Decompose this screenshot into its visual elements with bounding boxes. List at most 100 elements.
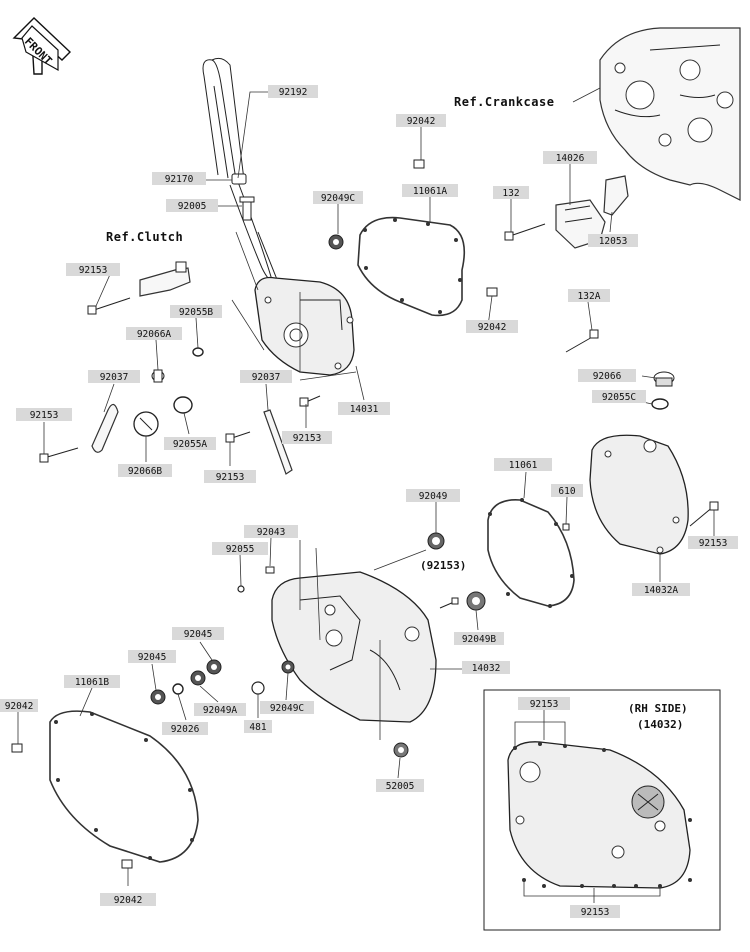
part-label-92153-paren: (92153) <box>420 559 466 572</box>
part-label-92055b: 92055B <box>170 305 222 318</box>
rh-side-inset <box>483 689 721 931</box>
bolt-92153-lower-mid <box>225 431 251 443</box>
part-number: 92153 <box>216 472 245 483</box>
part-number: 92049B <box>462 634 497 645</box>
part-label-92043: 92043 <box>244 525 298 538</box>
part-label-92170: 92170 <box>152 172 206 185</box>
part-number: 92192 <box>279 87 308 98</box>
ring-92026 <box>172 683 184 695</box>
seal-92045-upper <box>206 659 222 675</box>
part-number: 14026 <box>556 153 585 164</box>
gasket-11061 <box>487 498 575 608</box>
guide-12053 <box>603 175 629 216</box>
part-label-11061b: 11061B <box>64 675 120 688</box>
part-label-132a: 132A <box>568 289 610 302</box>
part-label-92153-rh-top: 92153 <box>518 697 570 710</box>
part-number: 14031 <box>350 404 379 415</box>
part-number: 92055 <box>226 544 255 555</box>
part-number: 610 <box>558 486 575 497</box>
clutch-bracket <box>139 261 191 297</box>
part-label-14032: 14032 <box>462 661 510 674</box>
leader-lines <box>17 87 715 903</box>
part-number: 14032 <box>472 663 501 674</box>
part-number: 92049 <box>419 491 448 502</box>
part-label-92153-right: 92153 <box>688 536 738 549</box>
bolt-92153-left-upper <box>87 297 131 315</box>
crankcase-cover-14032 <box>271 571 437 723</box>
part-number: 12053 <box>599 236 628 247</box>
part-label-92153-left-lower: 92153 <box>16 408 72 421</box>
part-label-92042-mid: 92042 <box>466 320 518 333</box>
part-label-132: 132 <box>493 186 529 199</box>
part-label-610: 610 <box>551 484 583 497</box>
part-label-92049a: 92049A <box>194 703 246 716</box>
part-number: 92037 <box>100 372 129 383</box>
part-number: 92005 <box>178 201 207 212</box>
part-label-92153-left-upper: 92153 <box>66 263 120 276</box>
part-number: 92066A <box>137 329 172 340</box>
lever-92037-left <box>91 403 119 453</box>
oil-seal-92049c-top <box>328 234 344 250</box>
dowel-pin-92042-mid <box>486 287 498 297</box>
gasket-11061a <box>357 216 466 317</box>
part-label-92045-lower: 92045 <box>128 650 176 663</box>
part-label-14026: 14026 <box>543 151 597 164</box>
part-number: 92066 <box>593 371 622 382</box>
part-label-11061a: 11061A <box>402 184 458 197</box>
part-number: 14032A <box>644 585 679 596</box>
part-label-92049b: 92049B <box>454 632 504 645</box>
part-number: 132A <box>578 291 601 302</box>
lever-92037-mid <box>263 409 293 475</box>
part-label-92042-left: 92042 <box>0 699 38 712</box>
gasket-11061b <box>49 710 199 863</box>
part-number: 481 <box>249 722 266 733</box>
outer-cover-14032a <box>589 434 689 555</box>
part-label-92153-lower-mid: 92153 <box>204 470 256 483</box>
part-number: 92049C <box>270 703 304 714</box>
dowel-610 <box>562 523 570 531</box>
part-label-92049c-top: 92049C <box>313 191 363 204</box>
part-number: 92042 <box>407 116 436 127</box>
o-ring-92055a <box>173 396 193 414</box>
part-label-481: 481 <box>244 720 272 733</box>
clamp-92170 <box>231 173 247 185</box>
part-number: 92045 <box>138 652 167 663</box>
cap-52005 <box>393 742 409 758</box>
part-number: 11061 <box>509 460 538 471</box>
o-ring-92055c <box>651 398 669 410</box>
part-number: 92055B <box>179 307 214 318</box>
oil-seal-92049 <box>427 532 445 550</box>
dowel-92042-bottom <box>121 859 133 869</box>
part-number: 92037 <box>252 372 281 383</box>
part-label-92042-top: 92042 <box>396 114 446 127</box>
part-label-92037-mid: 92037 <box>240 370 292 383</box>
part-label-92066b: 92066B <box>118 464 172 477</box>
part-label-92055c: 92055C <box>592 390 646 403</box>
oil-seal-92049b <box>466 591 486 611</box>
part-label-92026: 92026 <box>162 722 208 735</box>
clutch-cover-14031 <box>254 276 355 376</box>
part-number: 92055C <box>602 392 636 403</box>
dowel-92042-left <box>11 743 23 753</box>
part-label-92153-mid: 92153 <box>282 431 332 444</box>
crankcase-illustration <box>599 27 741 201</box>
part-number: 52005 <box>386 781 415 792</box>
part-label-92192: 92192 <box>268 85 318 98</box>
part-label-92066a: 92066A <box>126 327 182 340</box>
bolt-92153-mid <box>299 395 321 407</box>
front-arrow: FRONT <box>12 17 72 75</box>
part-number: 92153 <box>79 265 108 276</box>
part-number: 92042 <box>5 701 34 712</box>
part-number: 92055A <box>173 439 208 450</box>
seal-92049a <box>190 670 206 686</box>
part-label-52005: 52005 <box>376 779 424 792</box>
part-label-92037-left: 92037 <box>88 370 140 383</box>
part-number: 92153 <box>581 907 610 918</box>
part-number: 92153 <box>530 699 559 710</box>
part-number: 92042 <box>114 895 143 906</box>
part-label-92042-bottom: 92042 <box>100 893 156 906</box>
seal-92049c-low <box>281 660 295 674</box>
part-label-11061: 11061 <box>494 458 552 471</box>
rh-side-line1: (RH SIDE) <box>628 702 688 715</box>
part-label-92005: 92005 <box>166 199 218 212</box>
